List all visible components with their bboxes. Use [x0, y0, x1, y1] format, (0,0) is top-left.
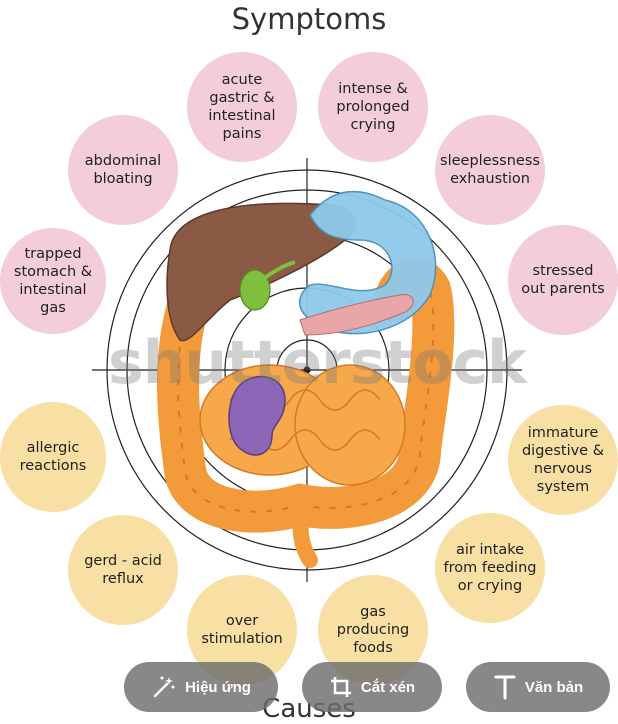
text-label: Văn bản	[524, 678, 584, 696]
cause-allergic: allergic reactions	[0, 402, 106, 512]
crop-label: Cắt xén	[360, 678, 416, 696]
effects-label: Hiệu ứng	[185, 678, 251, 696]
magic-wand-icon	[151, 674, 177, 700]
diagram-title: Symptoms	[231, 2, 387, 36]
symptom-abdominal-bloating: abdominal bloating	[68, 115, 178, 225]
text-icon	[493, 674, 517, 700]
effects-button[interactable]: Hiệu ứng	[124, 662, 278, 712]
pancreas	[299, 294, 414, 336]
watermark: shutterstock	[108, 328, 527, 398]
symptom-acute-pains: acute gastric & intestinal pains	[187, 52, 297, 162]
cause-gerd: gerd - acid reflux	[68, 515, 178, 625]
crop-button[interactable]: Cắt xén	[302, 662, 442, 712]
symptom-crying: intense & prolonged crying	[318, 52, 428, 162]
cause-immature: immature digestive & nervous system	[508, 405, 618, 515]
symptom-trapped-gas: trapped stomach & intestinal gas	[0, 228, 106, 334]
cause-air-intake: air intake from feeding or crying	[435, 513, 545, 623]
crop-icon	[329, 675, 353, 699]
kidney	[228, 375, 286, 456]
symptom-stressed-parents: stressed out parents	[508, 225, 618, 335]
text-button[interactable]: Văn bản	[466, 662, 610, 712]
symptom-sleeplessness: sleeplessness exhaustion	[435, 115, 545, 225]
